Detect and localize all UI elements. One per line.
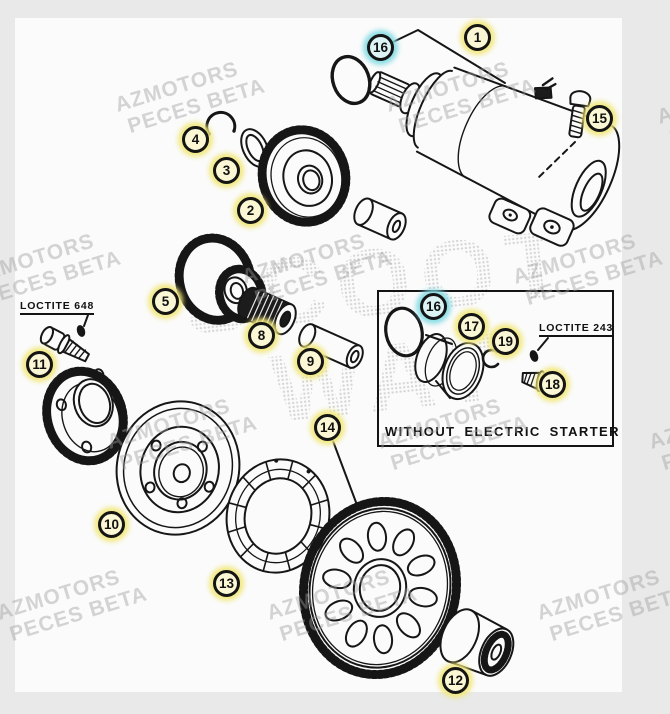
callout-2[interactable]: 2 bbox=[237, 197, 264, 224]
loctite-243-label: LOCTITE 243 bbox=[539, 322, 614, 337]
callout-9[interactable]: 9 bbox=[297, 348, 324, 375]
bolt15-drawing bbox=[568, 90, 592, 139]
gear14-drawing bbox=[298, 496, 462, 680]
rotor10-drawing bbox=[115, 400, 241, 536]
callout-8[interactable]: 8 bbox=[248, 322, 275, 349]
gear2-drawing bbox=[257, 125, 351, 227]
leader-line-loctite243 bbox=[537, 337, 549, 351]
spacer-bushing-drawing bbox=[353, 197, 407, 241]
loctite-648-label: LOCTITE 648 bbox=[20, 300, 95, 315]
callout-16-top[interactable]: 16 bbox=[367, 34, 394, 61]
without-starter-box bbox=[377, 290, 614, 447]
callout-12[interactable]: 12 bbox=[442, 667, 469, 694]
leader-line-part1 bbox=[392, 29, 506, 84]
o-ring-box-drawing bbox=[384, 306, 424, 358]
callout-18[interactable]: 18 bbox=[539, 371, 566, 398]
cover17-drawing bbox=[414, 333, 485, 401]
loctite243-drop bbox=[529, 350, 539, 362]
callout-5[interactable]: 5 bbox=[152, 288, 179, 315]
bolt11-drawing bbox=[39, 325, 90, 363]
bearing12-drawing bbox=[439, 608, 515, 677]
starter-motor-drawing bbox=[367, 66, 621, 247]
callout-15[interactable]: 15 bbox=[586, 105, 613, 132]
leader-line-part15 bbox=[538, 141, 576, 178]
o-ring-top-drawing bbox=[330, 54, 372, 106]
without-electric-starter-label: WITHOUT ELECTRIC STARTER bbox=[385, 424, 620, 439]
clutch-gear-drawing bbox=[42, 366, 128, 466]
callout-14[interactable]: 14 bbox=[314, 414, 341, 441]
leader-line-part14 bbox=[332, 440, 358, 506]
pin9-drawing bbox=[298, 323, 364, 369]
callout-1[interactable]: 1 bbox=[464, 24, 491, 51]
leader-line-loctite648 bbox=[83, 314, 89, 327]
callout-16-box[interactable]: 16 bbox=[420, 293, 447, 320]
callout-19[interactable]: 19 bbox=[492, 328, 519, 355]
callout-10[interactable]: 10 bbox=[98, 511, 125, 538]
loctite648-drop bbox=[76, 325, 86, 337]
callout-17[interactable]: 17 bbox=[458, 313, 485, 340]
callout-4[interactable]: 4 bbox=[182, 126, 209, 153]
callout-13[interactable]: 13 bbox=[213, 570, 240, 597]
ring13-drawing bbox=[225, 458, 331, 574]
callout-11[interactable]: 11 bbox=[26, 351, 53, 378]
circlip19-drawing bbox=[481, 348, 500, 369]
callout-3[interactable]: 3 bbox=[213, 157, 240, 184]
circlip4-drawing bbox=[205, 110, 237, 136]
